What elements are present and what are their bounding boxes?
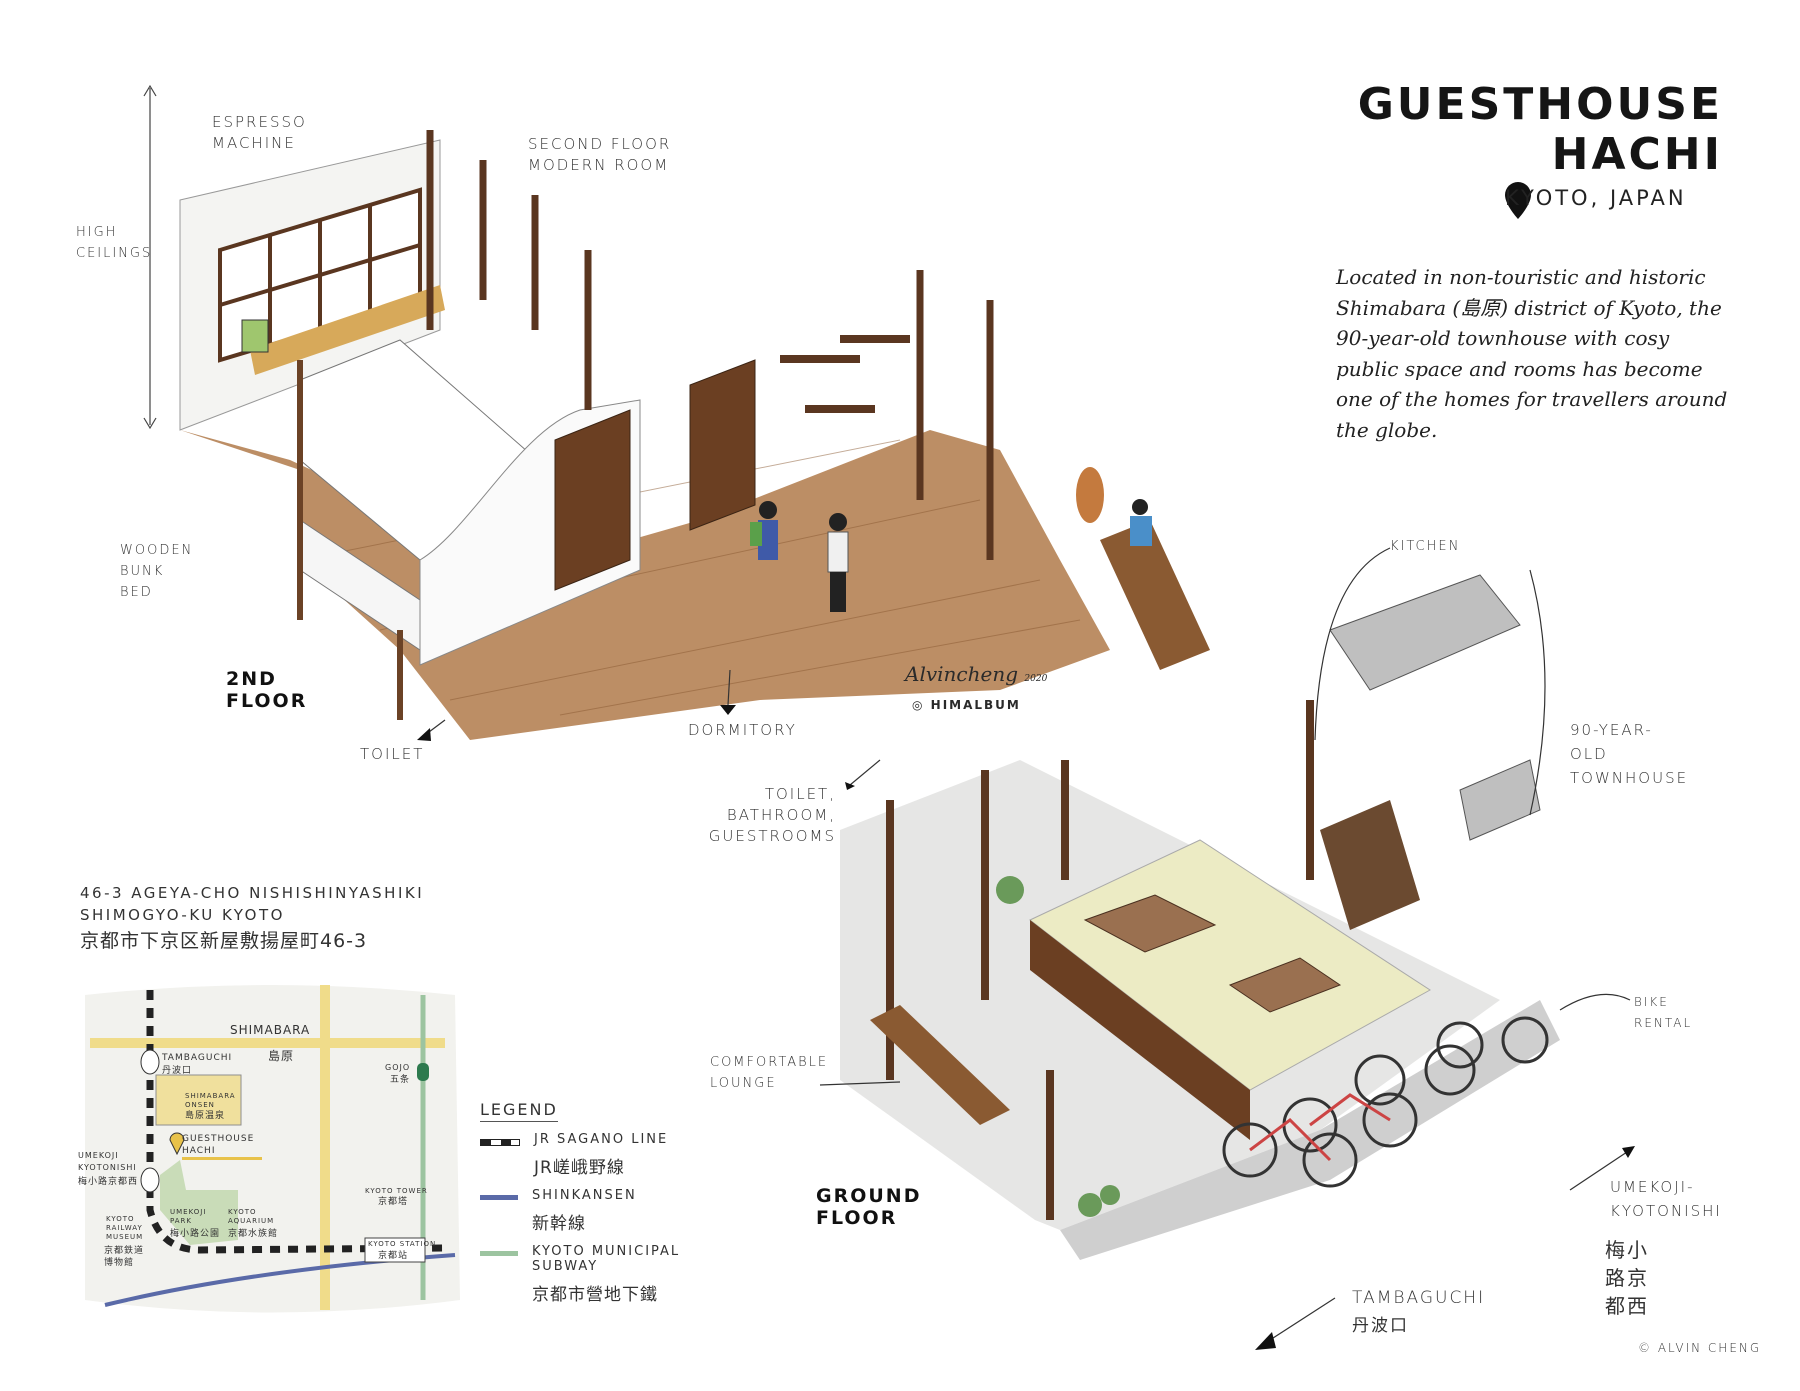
label-toilet: Toilet xyxy=(360,745,425,763)
address-line1: 46-3 AGEYA-CHO NISHISHINYASHIKI xyxy=(80,884,425,902)
instagram-handle: ◎ HIMALBUM xyxy=(912,698,1021,712)
address-jp: 京都市下京区新屋敷揚屋町46-3 xyxy=(80,930,368,952)
label-dormitory: Dormitory xyxy=(688,721,797,739)
shinkansen-swatch xyxy=(480,1195,518,1200)
map-gojo-jp: 五条 xyxy=(390,1075,411,1085)
map-aquarium: KYOTO AQUARIUM xyxy=(228,1208,275,1225)
label-bunk-bed: Wooden bunk bed xyxy=(120,543,194,600)
map-legend: LEGEND JR SAGANO LINE JR嵯峨野線 SHINKANSEN 新幹… xyxy=(480,1100,682,1305)
title-line-1: GUESTHOUSE xyxy=(1357,79,1723,130)
second-floor-heading: 2ND FLOOR xyxy=(226,668,307,712)
map-tower-jp: 京都塔 xyxy=(378,1197,409,1207)
map-museum-jp: 京都鉄道博物館 xyxy=(104,1246,145,1268)
doors xyxy=(554,359,756,591)
label-toilet-bathroom: Toilet, bathroom, guestrooms xyxy=(708,785,836,845)
map-museum: KYOTO RAILWAY MUSEUM xyxy=(106,1215,144,1241)
legend-item-shinkansen: SHINKANSEN 新幹線 xyxy=(480,1188,682,1234)
instagram-icon: ◎ xyxy=(912,698,931,712)
legend-item-subway: KYOTO MUNICIPAL SUBWAY 京都市營地下鐵 xyxy=(480,1244,682,1305)
map-park-jp: 梅小路公園 xyxy=(170,1229,221,1239)
map-pin-icon-small xyxy=(169,1132,185,1156)
legend-item-jr: JR SAGANO LINE JR嵯峨野線 xyxy=(480,1132,682,1178)
window xyxy=(218,187,422,363)
label-high-ceilings: High ceilings xyxy=(76,225,153,261)
map-tambaguchi: TAMBAGUCHI xyxy=(162,1053,233,1063)
desk xyxy=(250,285,445,375)
label-bike-rental: Bike rental xyxy=(1634,995,1693,1030)
low-tables xyxy=(1083,894,1342,1013)
floor-label-line1: 2ND xyxy=(226,668,277,690)
instagram-name: HIMALBUM xyxy=(930,698,1021,712)
legend-label: JR SAGANO LINE xyxy=(534,1132,669,1147)
label-lounge: Comfortable lounge xyxy=(710,1055,829,1091)
map-gojo: GOJO xyxy=(385,1063,411,1072)
label-tambaguchi-jp: 丹波口 xyxy=(1352,1316,1409,1336)
label-espresso: Espresso machine xyxy=(212,113,307,152)
map-shimabara-jp: 島原 xyxy=(268,1049,295,1063)
floor-label-line2: FLOOR xyxy=(816,1207,898,1229)
area-map xyxy=(85,985,460,1313)
copyright: © ALVIN CHENG xyxy=(1638,1341,1762,1355)
label-tambaguchi: Tambaguchi xyxy=(1352,1288,1486,1308)
second-floor-floor xyxy=(180,430,1110,740)
label-modern-room: Second floor modern room xyxy=(528,135,672,174)
floor-label-line2: FLOOR xyxy=(226,690,308,712)
map-guesthouse: GUESTHOUSE HACHI xyxy=(182,1133,262,1160)
location-pin-icon xyxy=(1505,182,1531,219)
address: 46-3 AGEYA-CHO NISHISHINYASHIKI SHIMOGYO… xyxy=(80,882,424,952)
map-umekoji-jp: 梅小路京都西 xyxy=(78,1177,139,1187)
signature-name: Alvincheng xyxy=(905,662,1019,686)
map-onsen-jp: 島原温泉 xyxy=(185,1111,226,1121)
map-station: KYOTO STATION xyxy=(368,1240,437,1248)
ground-floor-heading: GROUND FLOOR xyxy=(816,1185,921,1229)
location-label: KYOTO, JAPAN xyxy=(1505,186,1687,210)
label-umekoji-jp: 梅小路京都西 xyxy=(1605,1238,1649,1318)
map-umekoji: UMEKOJI KYOTONISHI xyxy=(78,1151,137,1172)
map-tower: KYOTO TOWER xyxy=(365,1187,428,1195)
travellers xyxy=(750,499,1152,612)
bicycles xyxy=(1222,1016,1549,1188)
legend-label-jp: 新幹線 xyxy=(532,1214,586,1234)
plants xyxy=(996,876,1120,1217)
artist-signature: Alvincheng 2020 xyxy=(905,662,1047,686)
roof-tiles xyxy=(1329,574,1521,691)
jr-line-swatch xyxy=(480,1139,520,1146)
map-shimabara: SHIMABARA xyxy=(230,1023,311,1037)
legend-label-jp: JR嵯峨野線 xyxy=(534,1158,625,1178)
legend-label-jp: 京都市營地下鐵 xyxy=(532,1285,658,1305)
stairs xyxy=(1100,520,1210,670)
address-line2: SHIMOGYO-KU KYOTO xyxy=(80,906,285,924)
dog-statue xyxy=(1076,467,1104,523)
high-ceiling-arrow xyxy=(143,84,157,430)
legend-title: LEGEND xyxy=(480,1100,558,1122)
lounge-counter xyxy=(870,1005,1010,1125)
street xyxy=(1060,1000,1560,1260)
legend-label: SHINKANSEN xyxy=(532,1188,637,1203)
label-umekoji: Umekoji-Kyotonishi xyxy=(1610,1178,1722,1220)
label-townhouse: 90-year-old townhouse xyxy=(1570,721,1689,787)
map-park: UMEKOJI PARK xyxy=(170,1208,207,1225)
floor-label-line1: GROUND xyxy=(816,1185,922,1207)
kitchen-counter xyxy=(1320,800,1420,930)
signature-year: 2020 xyxy=(1024,674,1048,684)
title-line-2: HACHI xyxy=(1551,129,1723,180)
map-station-jp: 京都站 xyxy=(378,1251,409,1261)
page-title: GUESTHOUSE HACHI xyxy=(1358,80,1723,180)
espresso-machine-drawing xyxy=(241,319,269,353)
legend-label: KYOTO MUNICIPAL SUBWAY xyxy=(532,1244,681,1274)
map-onsen: SHIMABARA ONSEN xyxy=(185,1092,236,1109)
subway-swatch xyxy=(480,1251,518,1256)
map-aquarium-jp: 京都水族館 xyxy=(228,1229,279,1239)
map-tambaguchi-jp: 丹波口 xyxy=(162,1066,193,1076)
label-kitchen: Kitchen xyxy=(1390,539,1461,554)
description: Located in non-touristic and historic Sh… xyxy=(1336,265,1728,442)
